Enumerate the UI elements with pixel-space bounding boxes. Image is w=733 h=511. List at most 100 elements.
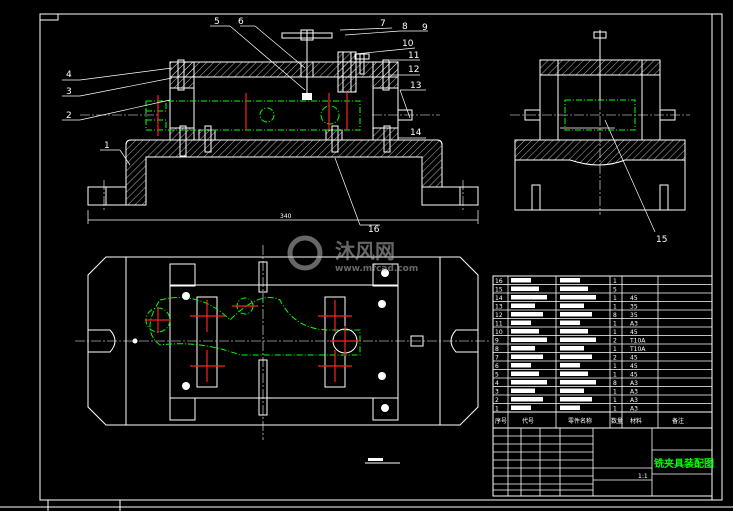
- parts-row-illegible-text: [560, 397, 592, 402]
- parts-row-no: 16: [495, 278, 503, 285]
- watermark-brand: 沐风网: [335, 239, 395, 263]
- parts-row-material: A3: [630, 320, 638, 327]
- parts-row-no: 4: [495, 380, 499, 387]
- watermark-url: www.mfcad.com: [335, 264, 418, 274]
- parts-row-qty: 1: [613, 405, 617, 412]
- parts-row-material: T10A: [629, 346, 646, 353]
- parts-row-qty: 2: [613, 337, 617, 344]
- balloon-5: 5: [214, 17, 220, 27]
- balloon-6: 6: [238, 17, 244, 27]
- parts-row-qty: 1: [613, 363, 617, 370]
- parts-row-illegible-text: [511, 278, 531, 283]
- parts-row-no: 1: [495, 405, 499, 412]
- parts-row-material: A3: [630, 405, 638, 412]
- parts-row-qty: 1: [613, 295, 617, 302]
- parts-row-qty: 2: [613, 354, 617, 361]
- parts-row-illegible-text: [560, 363, 580, 368]
- parts-row-illegible-text: [511, 303, 535, 308]
- parts-row-illegible-text: [560, 380, 596, 385]
- parts-row-illegible-text: [511, 312, 543, 317]
- parts-row-illegible-text: [511, 388, 535, 393]
- parts-row-material: 35: [630, 303, 638, 310]
- plan-view: [75, 245, 490, 464]
- parts-row-no: 7: [495, 354, 499, 361]
- parts-row-illegible-text: [560, 295, 596, 300]
- balloon-11: 11: [408, 51, 419, 61]
- balloon-7: 7: [380, 19, 386, 29]
- parts-row-no: 8: [495, 346, 499, 353]
- balloon-14: 14: [410, 128, 422, 138]
- parts-row-qty: 1: [613, 371, 617, 378]
- parts-row-qty: 1: [613, 329, 617, 336]
- parts-row-material: 45: [630, 363, 638, 370]
- parts-row-material: A3: [630, 397, 638, 404]
- header-material: 材料: [630, 417, 642, 425]
- balloon-8: 8: [402, 22, 408, 32]
- parts-row-illegible-text: [511, 380, 547, 385]
- parts-row-qty: 5: [613, 286, 617, 293]
- parts-row-illegible-text: [560, 346, 584, 351]
- parts-row-illegible-text: [511, 329, 539, 334]
- header-qty: 数量: [611, 417, 623, 425]
- parts-row-no: 14: [495, 295, 503, 302]
- parts-row-no: 2: [495, 397, 499, 404]
- parts-row-illegible-text: [511, 346, 535, 351]
- balloon-12: 12: [408, 65, 419, 75]
- parts-row-illegible-text: [560, 278, 580, 283]
- parts-row-qty: 1: [613, 278, 617, 285]
- side-view: [510, 30, 690, 215]
- parts-row-illegible-text: [511, 286, 539, 291]
- drawing-title: 铣夹具装配图: [654, 457, 714, 470]
- overall-dimension: 340: [280, 213, 292, 220]
- balloon-10: 10: [402, 39, 414, 49]
- parts-row-qty: 8: [613, 380, 617, 387]
- parts-row-material: 35: [630, 312, 638, 319]
- parts-row-illegible-text: [511, 371, 539, 376]
- parts-row-illegible-text: [560, 405, 580, 410]
- mfcad-logo-icon: [287, 235, 323, 271]
- parts-row-no: 3: [495, 388, 499, 395]
- parts-row-illegible-text: [560, 303, 584, 308]
- front-view: 340 4 3 2 1 5 6 7 8 9 10: [62, 17, 667, 245]
- parts-row-illegible-text: [560, 329, 588, 334]
- parts-row-illegible-text: [511, 354, 543, 359]
- parts-row-illegible-text: [560, 354, 592, 359]
- header-code: 代号: [522, 417, 534, 425]
- balloon-15: 15: [656, 235, 667, 245]
- parts-row-qty: 1: [613, 346, 617, 353]
- parts-row-material: 45: [630, 295, 638, 302]
- parts-row-no: 11: [495, 320, 503, 327]
- header-name: 零件名称: [568, 417, 592, 425]
- parts-row-no: 15: [495, 286, 503, 293]
- parts-row-illegible-text: [511, 320, 531, 325]
- parts-row-qty: 1: [613, 397, 617, 404]
- balloon-2: 2: [66, 111, 72, 121]
- parts-row-material: 45: [630, 371, 638, 378]
- parts-row-illegible-text: [560, 388, 584, 393]
- parts-row-no: 13: [495, 303, 503, 310]
- balloon-4: 4: [66, 70, 72, 80]
- parts-row-material: A3: [630, 388, 638, 395]
- parts-row-illegible-text: [511, 337, 547, 342]
- drawing-frame: [0, 13, 733, 511]
- parts-row-illegible-text: [560, 371, 588, 376]
- parts-row-material: 45: [630, 329, 638, 336]
- header-remark: 备注: [672, 417, 684, 425]
- parts-row-illegible-text: [560, 286, 588, 291]
- parts-row-illegible-text: [560, 312, 592, 317]
- parts-row-qty: 1: [613, 320, 617, 327]
- balloon-9: 9: [422, 23, 428, 33]
- parts-row-illegible-text: [511, 397, 543, 402]
- balloon-16: 16: [368, 225, 380, 235]
- parts-row-no: 6: [495, 363, 499, 370]
- parts-row-no: 9: [495, 337, 499, 344]
- parts-row-no: 10: [495, 329, 503, 336]
- balloon-13: 13: [410, 81, 421, 91]
- parts-row-illegible-text: [511, 405, 531, 410]
- watermark: 沐风网 www.mfcad.com: [287, 235, 418, 274]
- drawing-scale: 1:1: [638, 473, 648, 480]
- parts-row-illegible-text: [511, 363, 531, 368]
